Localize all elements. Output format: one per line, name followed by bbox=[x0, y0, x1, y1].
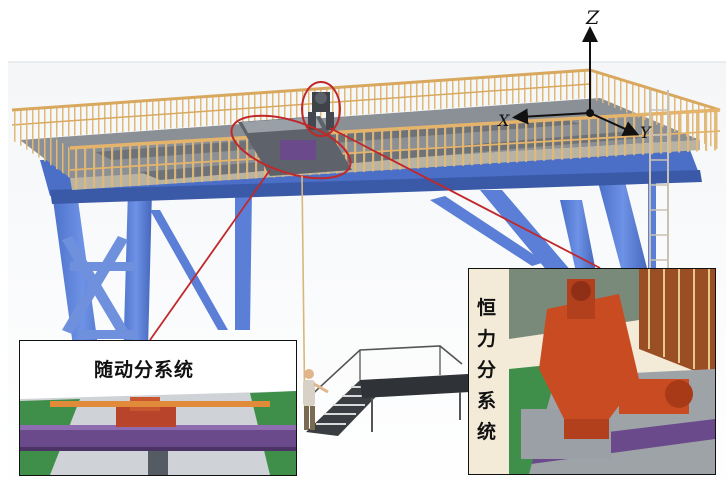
leader-line-follow bbox=[149, 169, 271, 341]
constant-force-subsystem-inset: 恒力分系统 bbox=[468, 268, 716, 475]
constant-force-subsystem-label: 恒力分系统 bbox=[477, 297, 498, 443]
left-horizontal-tie-low bbox=[78, 330, 138, 339]
access-ladder bbox=[649, 90, 669, 270]
back-railing-top bbox=[11, 68, 591, 112]
girder-lower-flange bbox=[50, 170, 702, 204]
left-diagonal-brace bbox=[150, 210, 228, 330]
y-axis-arrow bbox=[589, 112, 640, 136]
constant-force-subsystem-render bbox=[469, 269, 715, 474]
right-leg-outer bbox=[598, 182, 648, 272]
left-horizontal-tie bbox=[70, 262, 135, 271]
y-axis-label: Y bbox=[640, 123, 652, 142]
right-leg-inner bbox=[560, 200, 596, 272]
carriage-highlight-ellipse bbox=[230, 114, 352, 180]
z-axis-label: Z bbox=[585, 7, 600, 29]
robot-highlight-ellipse bbox=[301, 81, 341, 137]
coordinate-frame: Z X Y bbox=[496, 7, 652, 142]
follow-subsystem-inset: 随动分系统 bbox=[19, 340, 297, 476]
support-frame bbox=[40, 150, 702, 470]
left-cross-brace-b bbox=[62, 236, 128, 334]
operator-figure bbox=[303, 369, 329, 430]
front-railing-mid bbox=[69, 130, 721, 171]
left-end-railing bbox=[12, 110, 70, 178]
stair-handrail bbox=[305, 345, 463, 401]
follow-carriage-top bbox=[242, 117, 322, 133]
right-side-ladder-post bbox=[648, 170, 656, 270]
leader-line-force bbox=[329, 127, 601, 269]
follow-carriage-block bbox=[280, 140, 316, 160]
end-railing-top bbox=[589, 68, 721, 112]
access-stairs bbox=[305, 345, 470, 436]
right-diagonal-brace bbox=[430, 196, 545, 266]
guard-railings bbox=[11, 68, 721, 270]
follow-carriage bbox=[238, 116, 352, 176]
front-railing-top bbox=[69, 108, 721, 150]
back-railing-mid bbox=[11, 83, 591, 126]
follow-subsystem-label: 随动分系统 bbox=[94, 359, 195, 381]
axis-origin bbox=[586, 109, 594, 117]
follow-subsystem-render bbox=[20, 341, 296, 475]
right-leg-rear bbox=[480, 190, 572, 272]
x-axis-arrow bbox=[512, 108, 591, 125]
x-axis-label: X bbox=[496, 111, 510, 130]
stair-landing bbox=[360, 374, 470, 398]
suspended-robot bbox=[308, 92, 334, 130]
left-leg-rear bbox=[235, 190, 252, 330]
